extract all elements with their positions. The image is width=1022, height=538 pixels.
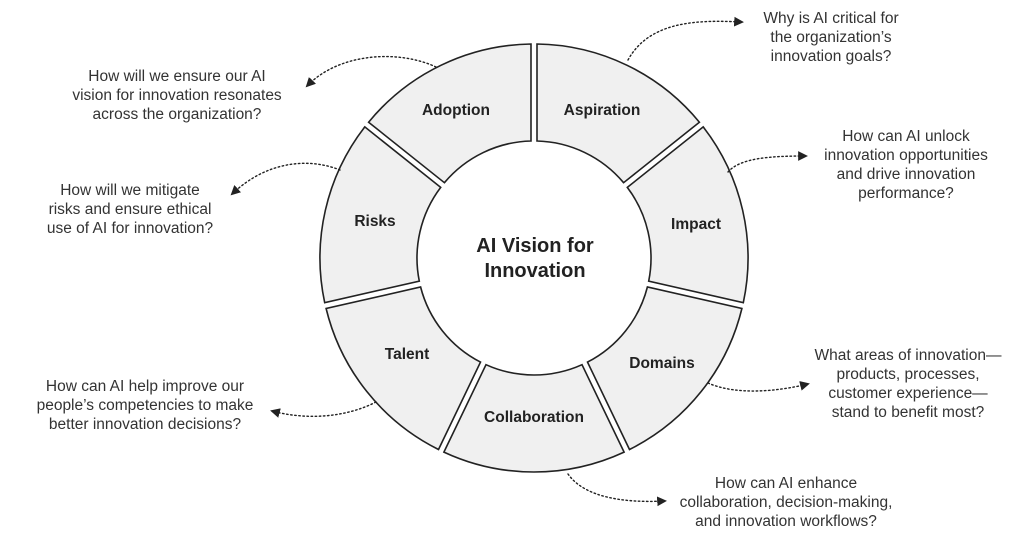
segment-collaboration (442, 363, 626, 473)
question-risks-line-1: How will we mitigate (60, 182, 200, 199)
question-risks: How will we mitigate risks and ensure et… (30, 181, 230, 238)
question-impact-line-4: performance? (858, 185, 954, 202)
question-aspiration-line-3: innovation goals? (770, 48, 892, 65)
arrow-aspiration (627, 16, 744, 61)
segment-risks (319, 125, 442, 304)
question-adoption-line-3: across the organization? (92, 106, 262, 123)
question-risks-line-2: risks and ensure ethical (48, 201, 212, 218)
question-impact: How can AI unlock innovation opportuniti… (806, 127, 1006, 203)
arrow-talent (270, 401, 377, 418)
segment-label-impact: Impact (671, 216, 721, 233)
question-aspiration-line-1: Why is AI critical for (763, 10, 899, 27)
question-collaboration: How can AI enhance collaboration, decisi… (668, 474, 904, 531)
segment-aspiration (536, 43, 701, 184)
question-adoption: How will we ensure our AI vision for inn… (50, 67, 304, 124)
segment-talent (325, 286, 482, 451)
question-adoption-line-2: vision for innovation resonates (72, 87, 282, 104)
question-talent-line-3: better innovation decisions? (48, 416, 242, 433)
question-collaboration-line-2: collaboration, decision-making, (679, 494, 893, 511)
segment-label-adoption: Adoption (422, 102, 490, 119)
arrow-risks (230, 162, 341, 196)
segment-label-collaboration: Collaboration (484, 409, 584, 426)
question-talent-line-2: people’s competencies to make (36, 397, 254, 414)
question-adoption-line-1: How will we ensure our AI (88, 68, 266, 85)
segment-domains (586, 286, 743, 451)
question-aspiration-line-2: the organization’s (770, 29, 892, 46)
question-aspiration: Why is AI critical for the organization’… (738, 9, 924, 66)
segment-label-talent: Talent (385, 346, 430, 363)
question-domains-line-2: products, processes, (836, 366, 980, 383)
question-risks-line-3: use of AI for innovation? (46, 220, 214, 237)
segment-label-aspiration: Aspiration (564, 102, 641, 119)
segment-labels-layer: Aspiration Impact Domains Collaboration … (354, 102, 721, 426)
question-impact-line-3: and drive innovation (836, 166, 976, 183)
arrows-layer (230, 16, 810, 507)
question-talent: How can AI help improve our people’s com… (18, 377, 272, 434)
question-impact-line-2: innovation opportunities (824, 147, 988, 164)
question-talent-line-1: How can AI help improve our (45, 378, 245, 395)
question-domains-line-4: stand to benefit most? (831, 404, 985, 421)
question-collaboration-line-3: and innovation workflows? (695, 513, 877, 530)
segment-impact (626, 125, 749, 304)
segment-label-risks: Risks (354, 213, 395, 230)
question-domains-line-1: What areas of innovation— (814, 347, 1002, 364)
center-title-line-2: Innovation (484, 260, 586, 282)
arrow-adoption (305, 55, 437, 88)
arrow-collaboration (567, 473, 667, 507)
segment-adoption (367, 43, 532, 184)
arrow-impact (727, 151, 808, 173)
question-impact-line-1: How can AI unlock (842, 128, 970, 145)
center-title-line-1: AI Vision for (476, 235, 594, 257)
center-title: AI Vision for Innovation (420, 234, 650, 284)
question-collaboration-line-1: How can AI enhance (714, 475, 858, 492)
question-domains: What areas of innovation— products, proc… (800, 346, 1016, 422)
segment-label-domains: Domains (629, 355, 694, 372)
segments-layer (319, 43, 749, 473)
arrow-domains (707, 381, 810, 392)
question-domains-line-3: customer experience— (828, 385, 988, 402)
